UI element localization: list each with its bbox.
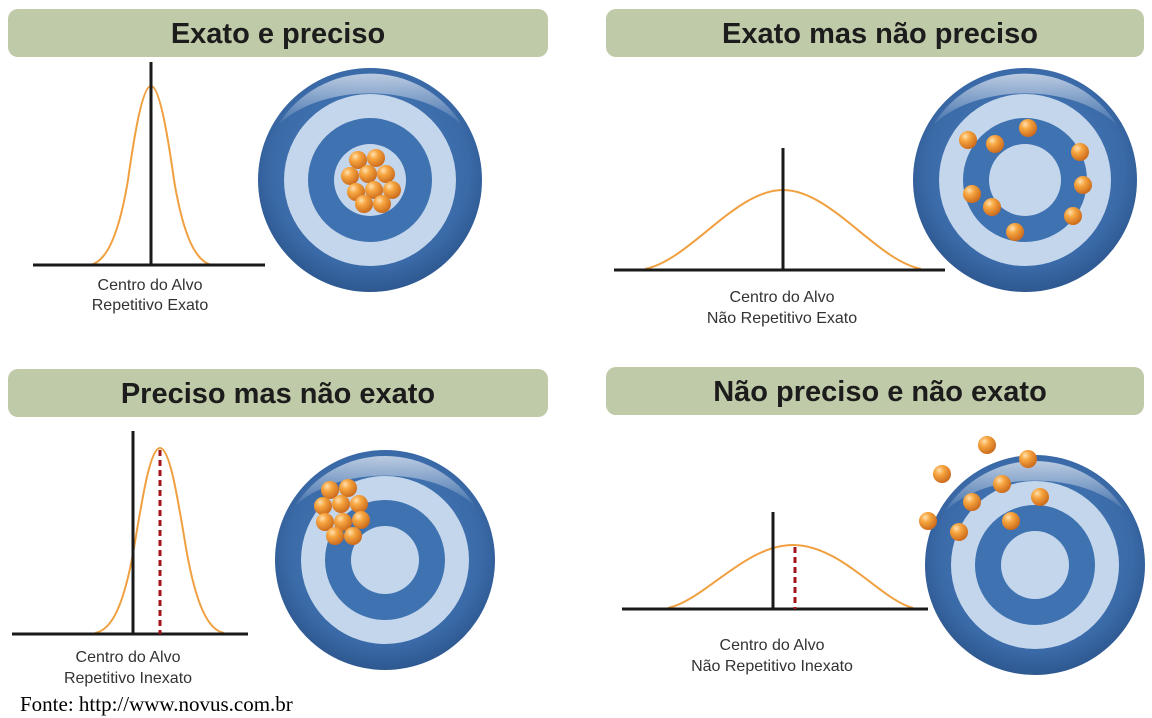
hit-scatter — [919, 436, 1049, 541]
panel-exact-not-precise: Exato mas não preciso Centro do Alvo Não… — [606, 9, 1144, 327]
distribution-curve — [667, 543, 914, 609]
caption-line-2: Repetitivo Inexato — [64, 670, 192, 687]
target — [275, 450, 495, 670]
panel-title: Exato e preciso — [171, 18, 385, 50]
hit-cluster — [314, 479, 370, 545]
hit-spread — [959, 119, 1092, 241]
caption-line-2: Repetitivo Exato — [92, 297, 209, 314]
distribution-graph — [33, 62, 265, 267]
caption-line-2: Não Repetitivo Inexato — [691, 658, 853, 675]
distribution-graph — [622, 512, 928, 611]
caption-line-1: Centro do Alvo — [730, 289, 835, 306]
distribution-graph — [614, 148, 945, 272]
target — [258, 68, 482, 292]
title-band — [606, 367, 1144, 415]
panel-title: Não preciso e não exato — [713, 376, 1047, 408]
panel-title: Exato mas não preciso — [722, 18, 1038, 50]
panel-exact-precise: Exato e preciso Centro do Alvo Repetitiv… — [8, 9, 548, 314]
hit-cluster — [341, 149, 401, 213]
caption-line-1: Centro do Alvo — [720, 637, 825, 654]
panel-precise-not-exact: Preciso mas não exato Centro do Alvo Rep… — [8, 369, 548, 687]
distribution-graph — [12, 431, 248, 636]
source-credit: Fonte: http://www.novus.com.br — [20, 692, 293, 716]
title-band — [8, 369, 548, 417]
distribution-curve — [94, 446, 225, 634]
caption-line-2: Não Repetitivo Exato — [707, 310, 857, 327]
caption-line-1: Centro do Alvo — [98, 277, 203, 294]
panel-not-precise-not-exact: Não preciso e não exato Centro do Alvo N… — [606, 367, 1145, 675]
title-band — [8, 9, 548, 57]
panel-title: Preciso mas não exato — [121, 378, 435, 410]
caption-line-1: Centro do Alvo — [76, 649, 181, 666]
title-band — [606, 9, 1144, 57]
target — [925, 455, 1145, 675]
target — [913, 68, 1137, 292]
